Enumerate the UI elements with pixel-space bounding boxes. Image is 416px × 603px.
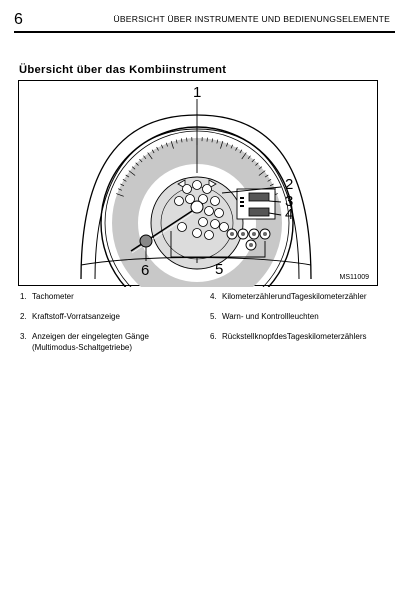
warning-light [192,180,202,190]
warning-light [174,196,184,206]
warning-light [198,194,208,204]
speedometer-tick [239,149,243,154]
header-rule [14,31,395,33]
instrument-cluster-illustration [80,99,312,287]
legend-number: 2. [20,312,27,321]
legend-text: Anzeigen der eingelegten Gänge [32,332,149,341]
warning-light [182,184,192,194]
speedometer-tick [116,193,124,197]
speedometer-tick [255,162,259,166]
callout-6: 6 [141,262,150,279]
callout-5: 5 [215,261,224,278]
instrument-cluster-figure: 1 2 3 4 5 6 MS11009 [18,80,378,287]
legend-item: 2. Kraftstoff-Vorratsanzeige [20,311,200,322]
warning-light [210,196,220,206]
legend-item: 5. Warn- und Kontrollleuchten [210,311,400,322]
speedometer-tick [180,138,183,143]
speedometer-tick [211,138,214,143]
legend-item: 6. RückstellknopfdesTageskilometerzähler… [210,331,400,342]
speedometer-tick [143,155,147,160]
legend-subtext: (Multimodus-Schaltgetriebe) [32,343,133,352]
callout-3: 3 [285,193,294,210]
legend-number: 5. [210,312,217,321]
callout-1: 1 [193,84,202,101]
legend-number: 3. [20,332,27,341]
warning-light [214,208,224,218]
speedometer-tick [226,142,229,147]
legend-right: 4. KilometerzählerundTageskilometerzähle… [210,291,400,351]
legend-text: RückstellknopfdesTageskilometerzählers [222,332,367,341]
speedometer-tick [247,155,251,160]
speedometer-needle-highlight [131,212,194,254]
speedometer-tick [151,149,155,154]
legend-item: 3. Anzeigen der eingelegten Gänge (Multi… [20,331,200,353]
warning-light [192,228,202,238]
warning-light [204,230,214,240]
warning-light [210,219,220,229]
speedometer-ticks [116,137,278,197]
fuel-gauge-display [248,192,270,202]
speedometer-tick [170,140,174,149]
figure-code: MS11009 [339,274,369,281]
speedometer-tick [120,183,125,187]
center-dial-face [150,176,244,270]
speedometer-tick [139,158,143,163]
legend-text: Kraftstoff-Vorratsanzeige [32,312,120,321]
speedometer-tick [117,188,122,191]
speedometer-tick [135,162,139,166]
warning-light [177,222,187,232]
warning-light [185,194,195,204]
callout-leaders [145,99,282,263]
header-title: ÜBERSICHT ÜBER INSTRUMENTE UND BEDIENUNG… [113,14,390,24]
warning-light [202,184,212,194]
speedometer-tick [251,158,255,163]
speedometer-tick [125,174,130,178]
speedometer-tick [216,139,219,144]
page-number: 6 [14,11,23,28]
speedometer-tick [128,170,136,176]
warning-light [219,222,229,232]
lower-warning-dots [230,232,267,247]
speedometer-tick [269,183,274,187]
legend-left: 1. Tachometer 2. Kraftstoff-Vorratsanzei… [20,291,200,362]
needle-hub [190,200,204,214]
speedometer-tick [131,166,136,170]
speedometer-tick [165,142,168,147]
gear-indicator-marks [240,197,244,207]
speedometer-tick [220,140,224,149]
speedometer-tick [122,179,127,182]
speedometer-tick [147,152,153,160]
speedometer-tick [161,144,164,149]
legend-item: 4. KilometerzählerundTageskilometerzähle… [210,291,400,302]
warning-light [198,217,208,227]
callout-2: 2 [285,176,294,193]
warning-light [204,206,214,216]
warning-light-group [174,180,229,240]
section-title: Übersicht über das Kombiinstrument [19,64,227,76]
odometer-display [248,207,270,217]
page-header: 6 ÜBERSICHT ÜBER INSTRUMENTE UND BEDIENU… [14,10,390,30]
legend-text: Tachometer [32,292,74,301]
legend-number: 1. [20,292,27,301]
speedometer-tick [258,170,266,176]
speedometer-tick [267,179,272,182]
speedometer-tick [264,174,269,178]
speedometer-tick [235,146,238,151]
legend-item: 1. Tachometer [20,291,200,302]
trip-reset-knob [139,234,153,248]
legend-text: Warn- und Kontrollleuchten [222,312,319,321]
speedometer-tick [258,166,263,170]
legend-number: 6. [210,332,217,341]
callout-4: 4 [285,206,294,223]
speedometer-tick [230,144,233,149]
speedometer-tick [241,152,247,160]
speedometer-tick [156,146,159,151]
legend-text: KilometerzählerundTageskilometerzähler [222,292,367,301]
speedometer-tick [175,139,178,144]
legend-number: 4. [210,292,217,301]
